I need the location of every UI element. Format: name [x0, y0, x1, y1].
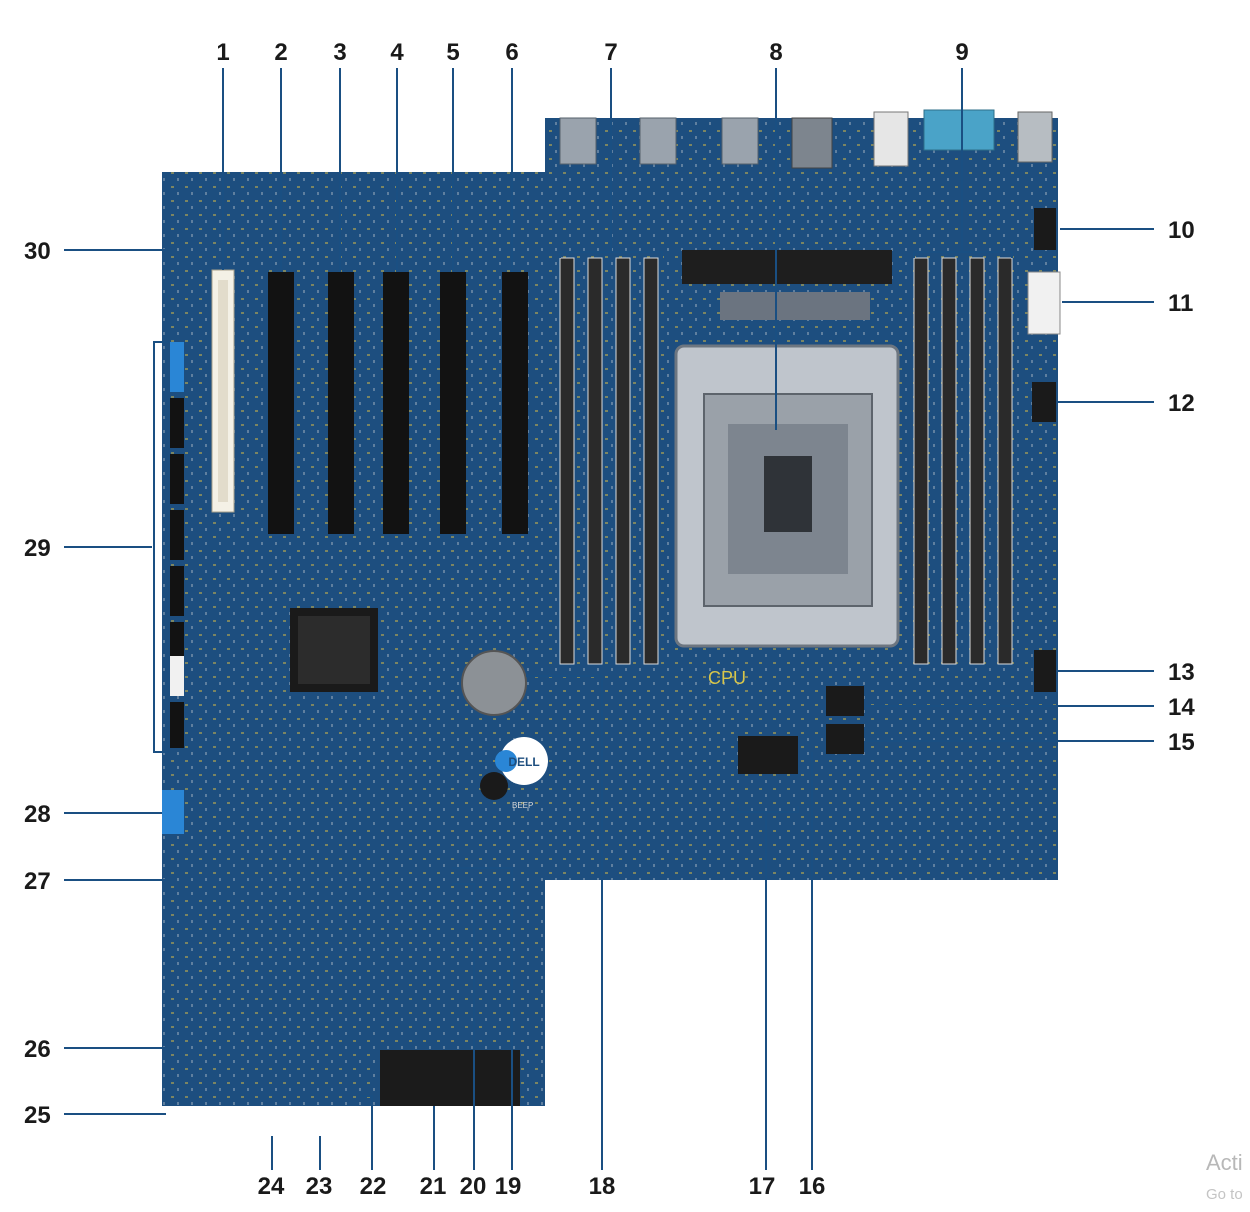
- callout-24: 24: [258, 1173, 285, 1200]
- chipset-heatsink: [290, 608, 378, 692]
- callout-12: 12: [1168, 390, 1195, 417]
- callout-3: 3: [333, 39, 346, 66]
- dell-logo: [495, 737, 548, 785]
- callout-7: 7: [604, 39, 617, 66]
- dimm-slots-left: [559, 257, 659, 665]
- callout-29: 29: [24, 535, 51, 562]
- dell-logo-text: DELL: [508, 755, 539, 769]
- callout-23: 23: [306, 1173, 333, 1200]
- beeper: [480, 772, 508, 800]
- atx-power-connector: [380, 1050, 520, 1106]
- callout-27: 27: [24, 868, 51, 895]
- callout-26: 26: [24, 1036, 51, 1063]
- vrm-heatsink: [682, 250, 892, 320]
- cpu-marking: CPU: [708, 668, 746, 688]
- cpu-socket: [674, 344, 900, 648]
- callout-30: 30: [24, 238, 51, 265]
- beep-label: BEEP: [512, 801, 533, 810]
- leader-lines: [64, 68, 1154, 1170]
- coin-cell-battery: [461, 650, 527, 716]
- callout-20: 20: [460, 1173, 487, 1200]
- callout-14: 14: [1168, 694, 1195, 721]
- right-headers: [738, 208, 1061, 774]
- watermark-line-2: Go to: [1206, 1186, 1243, 1203]
- callout-8: 8: [769, 39, 782, 66]
- callout-22: 22: [360, 1173, 387, 1200]
- callout-19: 19: [495, 1173, 522, 1200]
- front-usb-header: [162, 790, 184, 834]
- callout-11: 11: [1168, 290, 1193, 317]
- callout-10: 10: [1168, 217, 1195, 244]
- callout-17: 17: [749, 1173, 776, 1200]
- watermark-line-1: Acti: [1206, 1150, 1243, 1175]
- rear-io-ports: [559, 109, 1053, 169]
- callout-13: 13: [1168, 659, 1195, 686]
- callout-5: 5: [446, 39, 459, 66]
- callout-6: 6: [505, 39, 518, 66]
- callout-numbers: 1 2 3 4 5 6 7 8 9 10 11 12 13 14 15 16 1…: [24, 39, 1195, 1200]
- callout-9: 9: [955, 39, 968, 66]
- callout-25: 25: [24, 1102, 51, 1129]
- callout-18: 18: [589, 1173, 616, 1200]
- pci-slot: [211, 269, 235, 513]
- dimm-slots-right: [913, 257, 1013, 665]
- callout-15: 15: [1168, 729, 1195, 756]
- callout-2: 2: [274, 39, 287, 66]
- pcie-slots: [268, 272, 528, 534]
- callout-4: 4: [390, 39, 404, 66]
- callout-1: 1: [216, 39, 229, 66]
- callout-28: 28: [24, 801, 51, 828]
- callout-21: 21: [420, 1173, 447, 1200]
- sata-connectors: [170, 342, 184, 748]
- callout-16: 16: [799, 1173, 826, 1200]
